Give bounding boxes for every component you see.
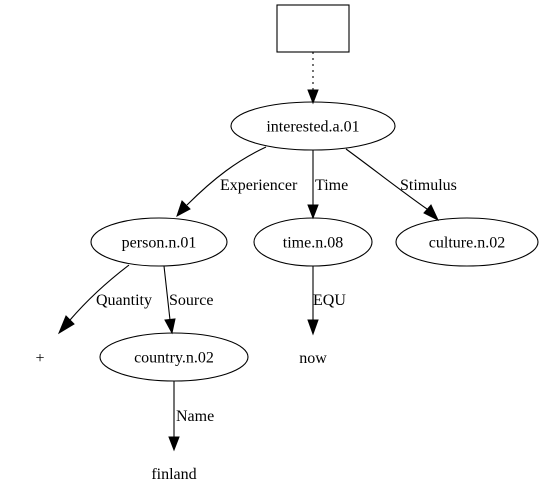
node-label-finland: finland bbox=[151, 466, 196, 483]
arrowhead bbox=[307, 204, 319, 220]
edge-quantity: Quantity bbox=[57, 264, 152, 335]
edge-line bbox=[163, 265, 171, 321]
edge-equ: EQU bbox=[307, 266, 346, 336]
edge-name: Name bbox=[168, 381, 214, 452]
node-label-time: time.n.08 bbox=[283, 235, 343, 252]
node-interested: interested.a.01 bbox=[230, 101, 396, 151]
edge-label-quantity: Quantity bbox=[96, 292, 152, 309]
edge-root-to-interested bbox=[307, 52, 319, 105]
node-culture: culture.n.02 bbox=[395, 217, 539, 267]
edge-label-stimulus: Stimulus bbox=[400, 177, 457, 194]
node-label-culture: culture.n.02 bbox=[429, 235, 505, 252]
node-label-country: country.n.02 bbox=[134, 350, 214, 367]
node-ellipse bbox=[90, 217, 228, 267]
node-country: country.n.02 bbox=[99, 332, 249, 382]
node-time: time.n.08 bbox=[253, 217, 373, 267]
arrowhead bbox=[307, 319, 319, 336]
root-box-node bbox=[276, 4, 350, 53]
edge-experiencer: Experiencer bbox=[176, 146, 298, 218]
edge-stimulus: Stimulus bbox=[345, 148, 457, 222]
node-label-interested: interested.a.01 bbox=[266, 119, 359, 136]
arrowhead bbox=[168, 436, 180, 452]
arrowhead bbox=[423, 204, 440, 222]
edge-time: Time bbox=[307, 150, 348, 220]
edge-label-equ: EQU bbox=[313, 292, 346, 309]
arrowhead bbox=[164, 318, 176, 335]
arrowhead bbox=[307, 89, 319, 105]
edge-line bbox=[69, 264, 130, 321]
node-person: person.n.01 bbox=[90, 217, 228, 267]
edge-source: Source bbox=[163, 265, 213, 335]
node-ellipse bbox=[395, 217, 539, 267]
edge-label-name: Name bbox=[176, 408, 214, 425]
edge-label-experiencer: Experiencer bbox=[220, 177, 298, 194]
node-label-plus: + bbox=[35, 350, 44, 367]
arrowhead bbox=[57, 315, 75, 335]
edge-line bbox=[186, 146, 267, 206]
edge-line bbox=[345, 148, 428, 210]
edge-label-time: Time bbox=[315, 177, 348, 194]
edge-label-source: Source bbox=[169, 292, 213, 309]
arrowhead bbox=[176, 200, 191, 218]
node-label-now: now bbox=[299, 350, 327, 367]
node-label-person: person.n.01 bbox=[122, 235, 197, 252]
